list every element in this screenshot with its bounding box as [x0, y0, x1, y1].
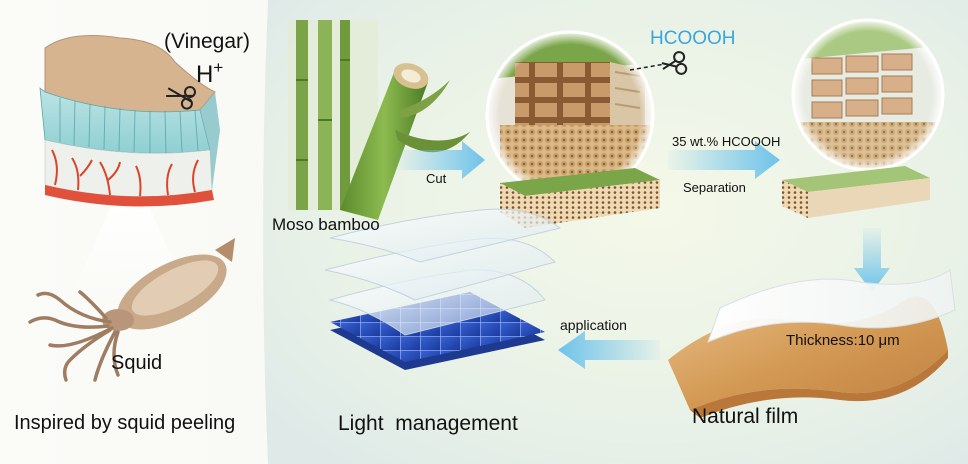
cut-label: Cut — [426, 171, 447, 186]
separation-arrow — [668, 141, 780, 179]
squid-skin-block — [39, 35, 220, 207]
scissors-icon-2 — [661, 51, 688, 75]
natural-film-label: Natural film — [692, 405, 799, 428]
light-management-label: Light management — [338, 412, 518, 435]
application-arrow — [558, 331, 660, 369]
light-management-stack — [324, 208, 562, 370]
hcoooh-label: HCOOOH — [650, 28, 736, 49]
bamboo-slab-2 — [782, 166, 930, 218]
proton-charge: + — [213, 58, 224, 77]
vinegar-label: (Vinegar) — [164, 30, 250, 53]
moso-bamboo-label: Moso bamboo — [272, 215, 380, 234]
squid-label: Squid — [111, 352, 163, 374]
proton-symbol: H — [196, 61, 214, 88]
squid-caption: Inspired by squid peeling — [14, 412, 236, 434]
application-label: application — [560, 317, 627, 333]
bamboo-illustration — [288, 20, 470, 220]
concentration-label: 35 wt.% HCOOOH — [672, 134, 781, 149]
cut-arrow — [398, 141, 485, 179]
separation-label: Separation — [683, 180, 746, 195]
scissors-icon — [166, 86, 196, 110]
down-arrow — [854, 228, 890, 292]
squid-illustration — [28, 238, 235, 382]
cut-line — [629, 63, 666, 71]
thickness-label: Thickness:10 μm — [786, 332, 900, 349]
proton-label: H+ — [196, 58, 223, 89]
natural-film — [668, 269, 956, 418]
bamboo-slab — [500, 168, 660, 228]
